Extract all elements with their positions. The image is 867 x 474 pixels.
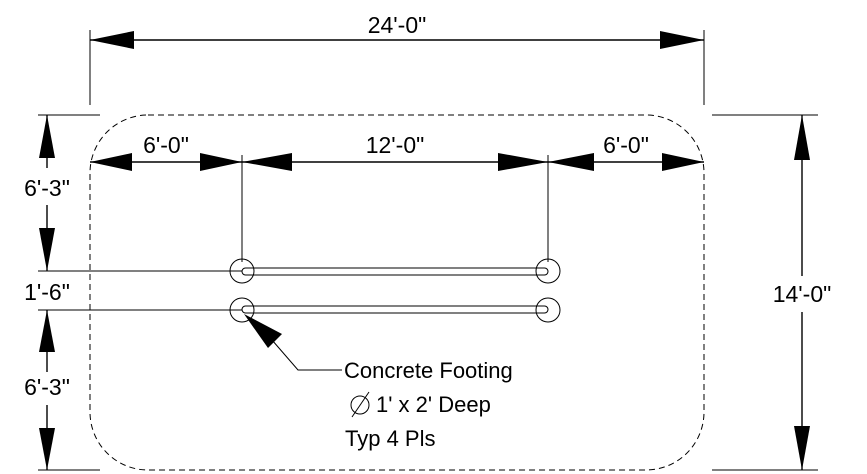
beam-top bbox=[241, 267, 549, 276]
note-line-2: 1' x 2' Deep bbox=[376, 392, 491, 417]
right-offset-label: 6'-0" bbox=[603, 132, 649, 158]
bottom-offset-label: 6'-3" bbox=[24, 374, 70, 400]
left-vertical-dimensions: 6'-3" 1'-6" 6'-3" bbox=[24, 114, 242, 471]
overall-width-dimension: 14'-0" bbox=[712, 114, 832, 471]
left-offset-label: 6'-0" bbox=[143, 132, 189, 158]
footing-note: Concrete Footing 1' x 2' Deep Typ 4 Pls bbox=[244, 314, 513, 451]
footing-bottom-right bbox=[535, 297, 561, 323]
leader-line bbox=[271, 339, 342, 371]
footing-spacing-label: 1'-6" bbox=[24, 279, 70, 305]
overall-length-dimension: 24'-0" bbox=[89, 12, 705, 105]
overall-width-label: 14'-0" bbox=[773, 281, 832, 307]
span-dimensions: 6'-0" 12'-0" 6'-0" bbox=[90, 132, 704, 262]
footing-top-left bbox=[229, 258, 255, 284]
diameter-icon bbox=[350, 391, 370, 418]
beam-bottom bbox=[241, 305, 549, 314]
footing-top-right bbox=[535, 258, 561, 284]
leader-arrowhead bbox=[244, 314, 282, 348]
center-span-label: 12'-0" bbox=[366, 132, 425, 158]
top-offset-label: 6'-3" bbox=[24, 175, 70, 201]
overall-length-label: 24'-0" bbox=[368, 12, 427, 38]
note-line-3: Typ 4 Pls bbox=[345, 426, 435, 451]
note-line-1: Concrete Footing bbox=[344, 358, 513, 383]
footings-and-beams bbox=[229, 258, 561, 323]
footing-bottom-left bbox=[229, 297, 255, 323]
